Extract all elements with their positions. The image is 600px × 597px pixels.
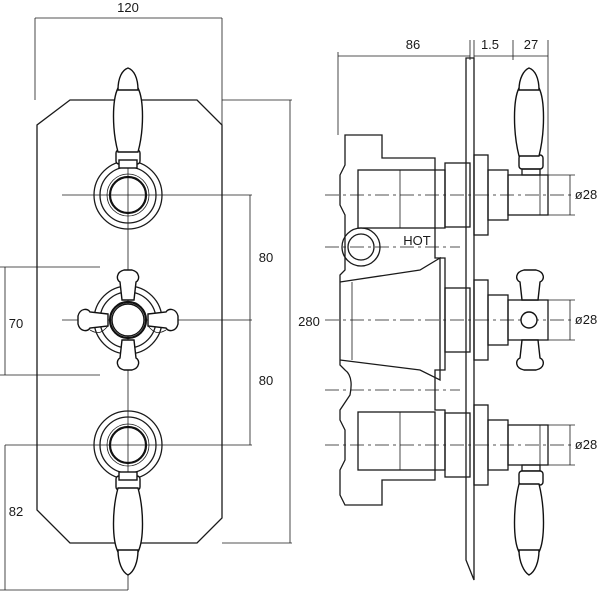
middle-cross-handle bbox=[77, 269, 179, 371]
top-lever-handle bbox=[93, 67, 163, 230]
side-middle-cross bbox=[444, 269, 549, 371]
side-bottom-lever bbox=[444, 404, 549, 576]
side-view: 86 1.5 27 HOT bbox=[325, 37, 597, 581]
dim-diameter-middle: ø28 bbox=[575, 312, 597, 327]
valve-body bbox=[339, 134, 446, 506]
dim-spacing-top: 80 bbox=[259, 250, 273, 265]
dim-spacing-bottom: 80 bbox=[259, 373, 273, 388]
dim-handle-projection: 27 bbox=[524, 37, 538, 52]
dim-diameter-top: ø28 bbox=[575, 187, 597, 202]
dim-diameter-bottom: ø28 bbox=[575, 437, 597, 452]
hot-label: HOT bbox=[403, 233, 431, 248]
side-top-lever bbox=[444, 67, 549, 236]
dim-cross-plate: 70 bbox=[9, 316, 23, 331]
dim-front-width: 120 bbox=[117, 0, 139, 15]
side-backplate bbox=[465, 57, 475, 581]
dim-bottom-center: 82 bbox=[9, 504, 23, 519]
dim-plate-thickness: 1.5 bbox=[481, 37, 499, 52]
dim-overall-height: 280 bbox=[298, 314, 320, 329]
front-backplate bbox=[36, 99, 223, 544]
bottom-lever-handle bbox=[93, 410, 163, 576]
dim-body-depth: 86 bbox=[406, 37, 420, 52]
front-view: 120 bbox=[0, 0, 320, 591]
